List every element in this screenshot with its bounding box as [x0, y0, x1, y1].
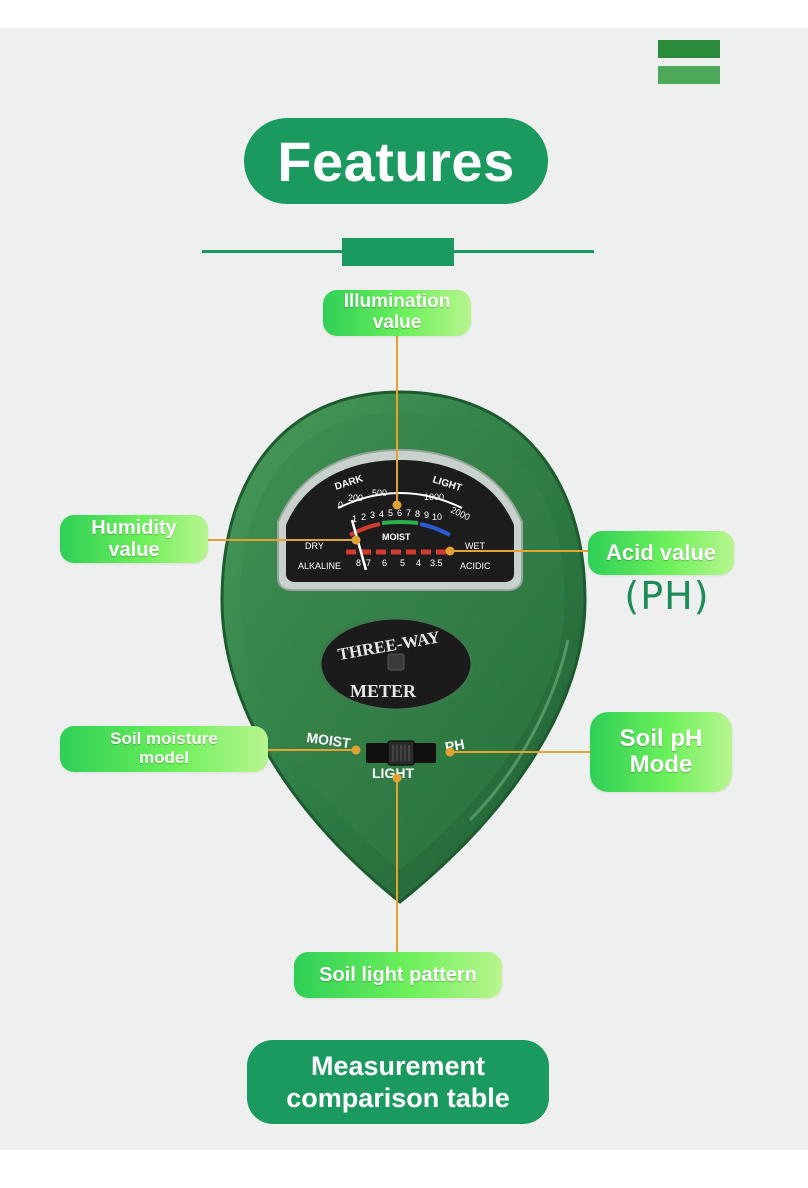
lux-scale-arc — [337, 492, 463, 509]
moist-tick-1: 1 — [352, 514, 357, 524]
soil-light-pattern-label: Soil light pattern — [294, 952, 502, 998]
ph-tick-6: 6 — [382, 558, 387, 568]
humidity-value-label: Humidity value — [60, 515, 208, 563]
leader-dots — [351, 500, 455, 783]
ph-tick-7: 7 — [366, 558, 371, 568]
measurement-comparison-table-button[interactable]: Measurement comparison table — [247, 1040, 549, 1124]
moist-tick-8: 8 — [415, 509, 420, 519]
moist-tick-9: 9 — [424, 510, 429, 520]
meter-edge-highlight — [468, 639, 570, 822]
dial-needle — [350, 519, 368, 571]
ph-tick-8: 8 — [356, 558, 361, 568]
title-divider-block — [342, 238, 454, 266]
lux-tick-200: 200 — [348, 493, 363, 503]
moist-tick-10: 10 — [432, 512, 442, 522]
mode-switch-grip — [392, 745, 410, 761]
acid-ph-unit: (PH) — [624, 574, 710, 618]
moist-color-arc — [381, 520, 419, 525]
moist-tick-4: 4 — [379, 509, 384, 519]
measurement-comparison-table-text: Measurement comparison table — [286, 1050, 510, 1113]
lux-tick-1000: 1000 — [424, 492, 444, 502]
features-title: Features — [244, 118, 548, 204]
dial-acidic-label: ACIDIC — [460, 561, 491, 571]
ph-ticks: 8 7 6 5 4 3.5 — [356, 558, 443, 568]
brand-text-bottom: METER — [350, 681, 417, 701]
moist-tick-3: 3 — [370, 510, 375, 520]
soil-ph-mode-label: Soil pH Mode — [590, 712, 732, 792]
dial-moist-label: MOIST — [382, 532, 411, 542]
moist-ticks: 1 2 3 4 5 6 7 8 9 10 — [352, 508, 442, 524]
wet-color-arc — [419, 522, 451, 537]
light-sensor — [387, 653, 405, 671]
ph-tick-5: 5 — [400, 558, 405, 568]
lux-tick-0: 0 — [338, 500, 343, 510]
switch-light-label: LIGHT — [372, 765, 414, 781]
corner-decoration-bottom — [658, 66, 720, 84]
dial-dry-label: DRY — [305, 541, 324, 551]
illumination-value-label: Illumination value — [323, 290, 471, 336]
acid-value-label: Acid value — [588, 531, 734, 575]
ph-tick-4: 4 — [416, 558, 421, 568]
moist-tick-2: 2 — [361, 512, 366, 522]
dial-wet-label: WET — [465, 541, 485, 551]
switch-moist-label: MOIST — [306, 729, 353, 751]
moist-tick-6: 6 — [397, 508, 402, 518]
moist-tick-5: 5 — [388, 508, 393, 518]
corner-decoration-top — [658, 40, 720, 58]
moist-tick-7: 7 — [406, 508, 411, 518]
soil-moisture-model-label: Soil moisture model — [60, 726, 268, 772]
leader-lines — [208, 336, 590, 952]
features-title-text: Features — [277, 129, 515, 193]
dry-color-arc — [349, 522, 381, 537]
dial-alkaline-label: ALKALINE — [298, 561, 341, 571]
lux-tick-500: 500 — [372, 488, 387, 498]
ph-tick-3-5: 3.5 — [430, 558, 443, 568]
